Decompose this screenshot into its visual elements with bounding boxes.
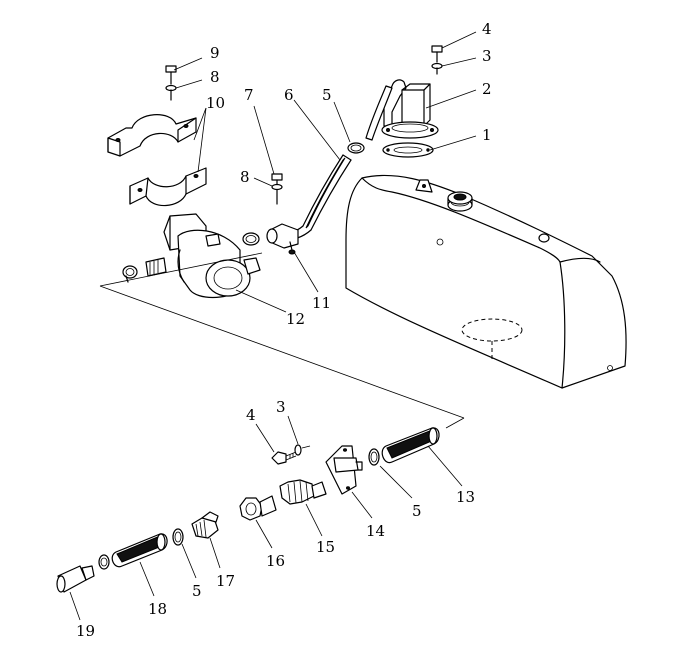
end-cap — [56, 565, 95, 593]
screw-mid — [271, 173, 283, 205]
sender-unit — [365, 79, 439, 141]
hose-long — [381, 427, 440, 464]
leader-lines — [69, 31, 477, 621]
callout-5: 5 — [322, 86, 332, 104]
callout-5: 5 — [412, 502, 422, 520]
callout-13: 13 — [456, 488, 475, 506]
hose-short — [111, 533, 168, 568]
callout-4: 4 — [482, 20, 492, 38]
callout-10: 10 — [206, 94, 225, 112]
quick-coupling — [279, 479, 327, 505]
hose-clamp-top — [347, 142, 365, 154]
callout-16: 16 — [266, 552, 285, 570]
hose-clamp-lower-right — [368, 448, 380, 466]
fuel-tank — [345, 174, 627, 389]
callout-17: 17 — [216, 572, 235, 590]
mounting-bracket — [325, 445, 363, 495]
callout-labels: 1 2 3 4 5 6 7 8 9 8 10 11 12 3 4 5 13 14… — [76, 20, 492, 640]
hose-clamp-filter-right — [242, 232, 260, 246]
screw-lower — [271, 444, 311, 465]
callout-3: 3 — [482, 47, 492, 65]
callout-11: 11 — [312, 294, 331, 312]
hose-clamp-filter-left — [122, 265, 138, 283]
hose-clamp-lower-mid — [172, 528, 184, 546]
callout-4: 4 — [246, 406, 256, 424]
callout-14: 14 — [366, 522, 385, 540]
hose-nipple — [191, 511, 219, 539]
callout-1: 1 — [482, 126, 492, 144]
gasket — [382, 142, 434, 158]
callout-19: 19 — [76, 622, 95, 640]
callout-2: 2 — [482, 80, 492, 98]
callout-3: 3 — [276, 398, 286, 416]
callout-5: 5 — [192, 582, 202, 600]
screw-top-left — [165, 65, 177, 101]
banjo-fitting — [266, 223, 299, 255]
fuel-filter — [145, 213, 261, 299]
callout-18: 18 — [148, 600, 167, 618]
callout-7: 7 — [244, 86, 254, 104]
callout-9: 9 — [210, 44, 220, 62]
screw-top-right — [431, 45, 443, 75]
group-bracket-lines — [99, 252, 465, 429]
callout-12: 12 — [286, 310, 305, 328]
hose-coupler — [239, 495, 277, 521]
mounting-clamp-lower — [129, 167, 207, 207]
mounting-clamp-upper — [107, 114, 197, 157]
callout-15: 15 — [316, 538, 335, 556]
callout-8: 8 — [210, 68, 220, 86]
callout-8: 8 — [240, 168, 250, 186]
hose-clamp-lower-left — [98, 554, 110, 570]
callout-6: 6 — [284, 86, 294, 104]
